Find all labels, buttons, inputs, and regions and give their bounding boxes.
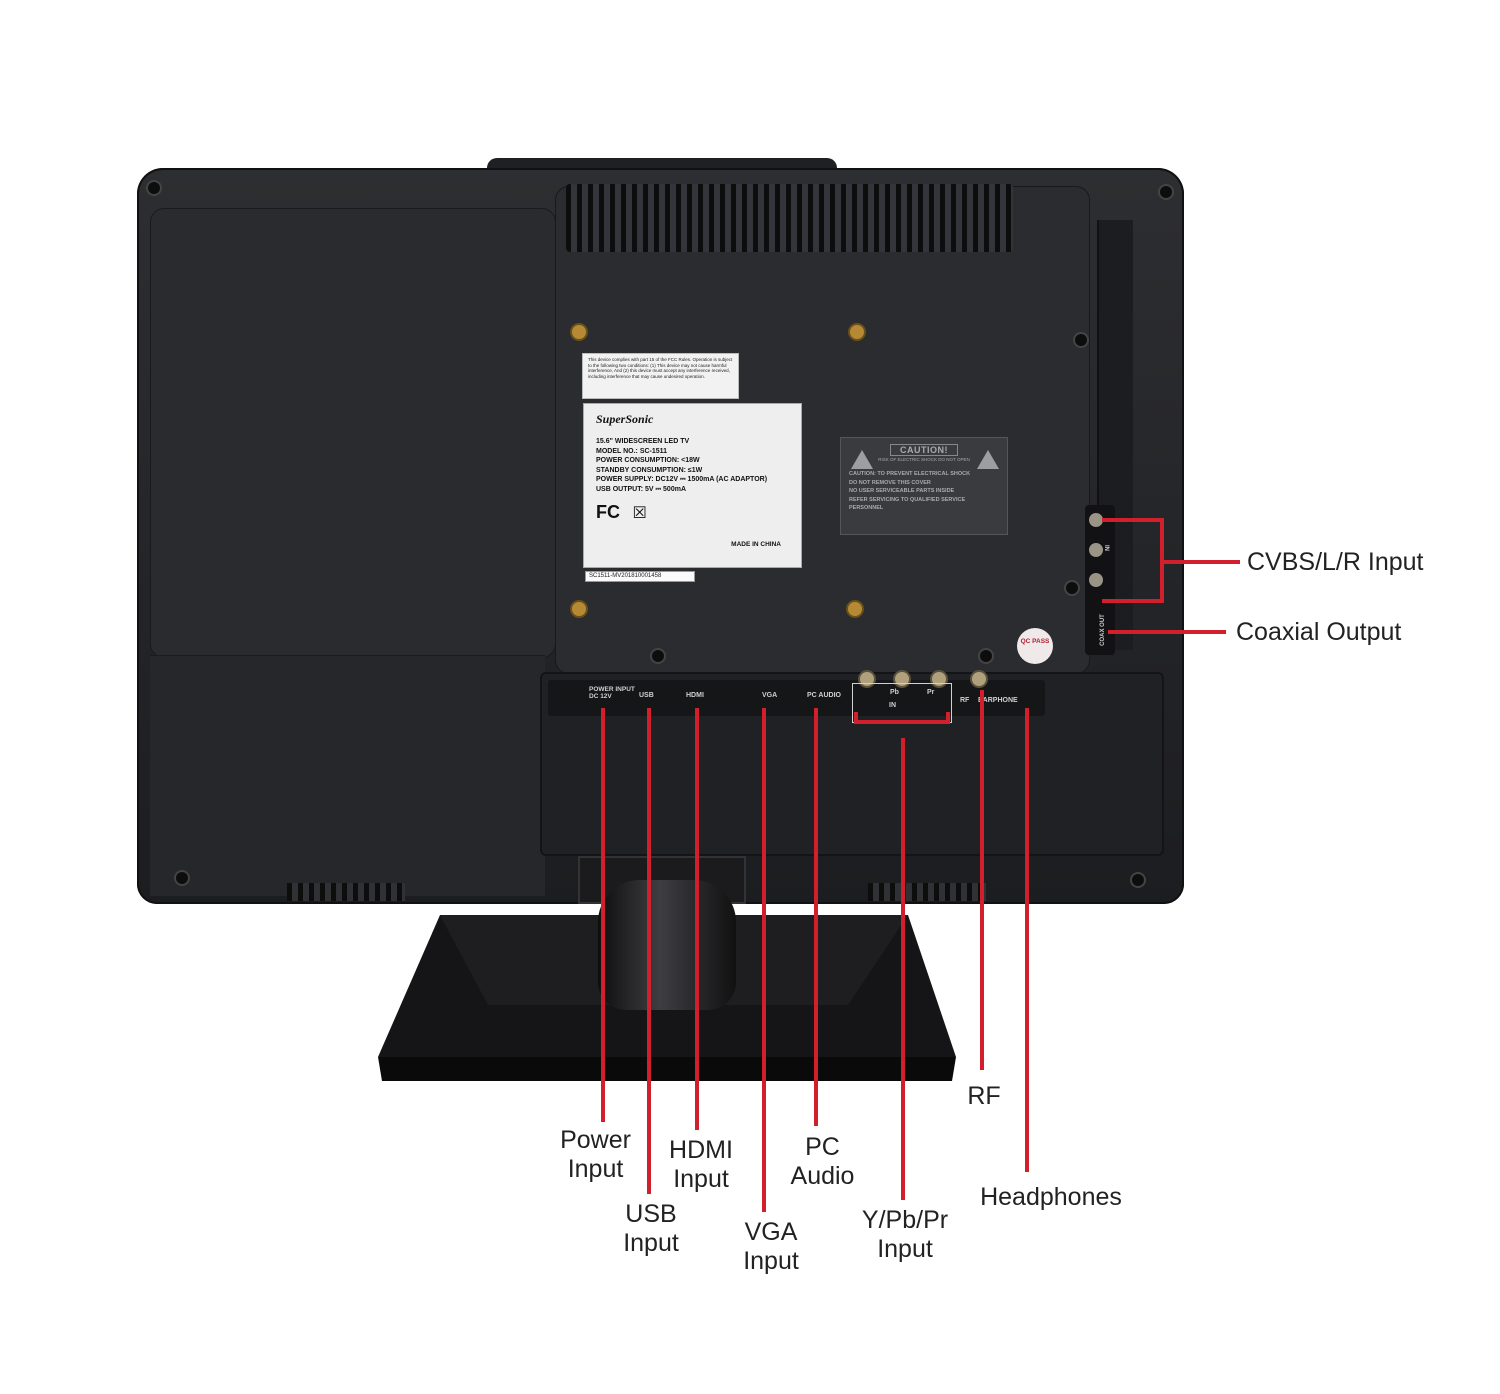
bottom-vent-right	[868, 883, 986, 901]
ypbpr-bracket	[854, 712, 950, 724]
spec-list: 15.6" WIDESCREEN LED TV MODEL NO.: SC-15…	[596, 437, 789, 494]
panel-screw	[1073, 332, 1089, 348]
serial-number-sticker: SC1511-MV201810001458	[585, 571, 695, 582]
callout-line-1: Y/Pb/Pr	[861, 1206, 949, 1234]
rear-port-strip	[548, 680, 1045, 716]
callout-line-1: USB	[625, 1200, 677, 1228]
panel-screw	[1064, 580, 1080, 596]
callout-line-2: Input	[743, 1247, 799, 1275]
fcc-logo: FC	[596, 502, 620, 522]
callout-line-2: Input	[567, 1155, 624, 1183]
top-vent	[566, 184, 1013, 252]
caution-line: NO USER SERVICEABLE PARTS INSIDE	[849, 488, 955, 494]
hdmi-callout-line	[695, 708, 699, 1130]
pc-audio-callout-line	[814, 708, 818, 1126]
model-info-label: SuperSonic 15.6" WIDESCREEN LED TV MODEL…	[583, 403, 802, 568]
coaxial-callout-label: Coaxial Output	[1236, 618, 1402, 646]
headphones-callout-line	[1025, 708, 1029, 1172]
corner-screw	[1158, 184, 1174, 200]
rf-callout-label: RF	[967, 1082, 1001, 1110]
tv-lower-panel	[150, 655, 545, 896]
cvbs-callout-label: CVBS/L/R Input	[1247, 548, 1424, 576]
pc-audio-port-label: PC AUDIO	[807, 692, 841, 699]
corner-screw	[1130, 872, 1146, 888]
power-callout-line	[601, 708, 605, 1122]
callout-line-2: Audio	[790, 1162, 855, 1190]
callout-line-1: HDMI	[669, 1136, 733, 1164]
brand-logo: SuperSonic	[596, 412, 654, 426]
hdmi-callout-label: HDMI Input	[655, 1136, 747, 1194]
qc-pass-badge: QC PASS	[1017, 628, 1053, 664]
caution-heading: CAUTION!	[890, 444, 958, 456]
panel-screw	[978, 648, 994, 664]
caution-line: CAUTION: TO PREVENT ELECTRICAL SHOCK	[849, 471, 971, 477]
headphones-callout-label: Headphones	[980, 1183, 1122, 1211]
corner-screw	[146, 180, 162, 196]
spec-line: USB OUTPUT: 5V ⎓ 500mA	[596, 485, 686, 493]
vga-callout-label: VGA Input	[725, 1218, 817, 1276]
earphone-port-label: EARPHONE	[978, 697, 1018, 704]
pb-port-label: Pb	[890, 689, 899, 696]
stand-post	[598, 880, 736, 1010]
caution-text: CAUTION: TO PREVENT ELECTRICAL SHOCK DO …	[849, 470, 999, 513]
weee-bin-icon: ☒	[632, 505, 647, 522]
rca-jack-left	[1089, 543, 1103, 557]
rf-jack	[970, 670, 988, 688]
panel-screw	[650, 648, 666, 664]
fcc-compliance-sticker: This device complies with part 15 of the…	[582, 353, 739, 399]
spec-line: POWER SUPPLY: DC12V ⎓ 1500mA (AC ADAPTOR…	[596, 476, 768, 483]
power-port-label: POWER INPUT DC 12V	[589, 686, 635, 700]
vga-port-label: VGA	[762, 692, 778, 699]
spec-line: 15.6" WIDESCREEN LED TV	[596, 438, 690, 445]
bottom-vent-left	[287, 883, 405, 901]
callout-line-2: Input	[623, 1229, 679, 1257]
spec-line: MODEL NO.: SC-1511	[596, 447, 668, 455]
usb-port-label: USB	[639, 692, 654, 699]
coaxial-callout-line	[1108, 630, 1226, 634]
cvbs-bracket	[1102, 518, 1164, 603]
vesa-screw	[570, 600, 588, 618]
rca-jack-video	[1089, 513, 1103, 527]
corner-screw	[174, 870, 190, 886]
spec-line: STANDBY CONSUMPTION: ≤1W	[596, 466, 703, 474]
side-out-label: COAX OUT	[1099, 614, 1106, 646]
hdmi-port-label: HDMI	[686, 692, 704, 699]
caution-subheading: RISK OF ELECTRIC SHOCK DO NOT OPEN	[878, 457, 970, 462]
lightning-triangle-icon	[977, 450, 999, 469]
warning-triangle-icon	[851, 450, 873, 469]
callout-line-2: Input	[877, 1235, 933, 1263]
caution-line: PERSONNEL	[849, 505, 884, 511]
callout-line-1: Power	[560, 1126, 631, 1154]
made-in-text: MADE IN CHINA	[731, 541, 781, 548]
callout-line-1: PC	[805, 1133, 840, 1161]
cvbs-callout-line	[1162, 560, 1240, 564]
callout-line-1: VGA	[744, 1218, 798, 1246]
usb-callout-label: USB Input	[606, 1200, 696, 1258]
vesa-screw	[846, 600, 864, 618]
caution-label: CAUTION! RISK OF ELECTRIC SHOCK DO NOT O…	[840, 437, 1008, 535]
rf-port-label: RF	[960, 697, 970, 704]
usb-callout-line	[647, 708, 651, 1194]
rca-jack-right	[1089, 573, 1103, 587]
caution-line: REFER SERVICING TO QUALIFIED SERVICE	[849, 496, 966, 503]
power-callout-label: Power Input	[548, 1126, 643, 1184]
rf-callout-line	[980, 690, 984, 1070]
ypbpr-callout-line	[901, 738, 905, 1200]
vesa-screw	[848, 323, 866, 341]
spec-line: POWER CONSUMPTION: <18W	[596, 457, 700, 464]
caution-line: DO NOT REMOVE THIS COVER	[849, 479, 931, 486]
vga-callout-line	[762, 708, 766, 1212]
pr-port-label: Pr	[927, 689, 935, 696]
component-in-label: IN	[889, 702, 896, 709]
pc-audio-callout-label: PC Audio	[775, 1133, 870, 1191]
callout-line-2: Input	[673, 1165, 729, 1193]
tv-left-panel	[150, 208, 556, 658]
vesa-screw	[570, 323, 588, 341]
ypbpr-callout-label: Y/Pb/Pr Input	[850, 1206, 960, 1264]
